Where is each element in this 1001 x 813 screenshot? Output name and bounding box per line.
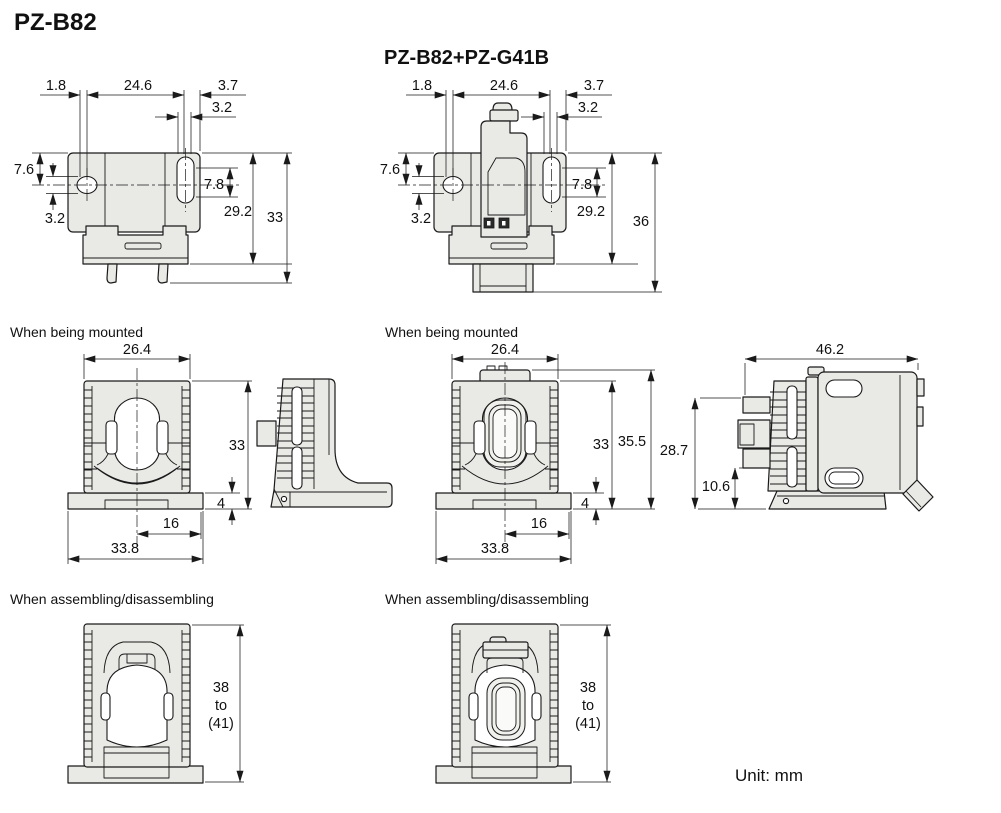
dim-height-min: 38 — [213, 680, 229, 696]
combo-title: PZ-B82+PZ-G41B — [384, 47, 549, 69]
leg-left — [106, 263, 118, 284]
fig-top-view-bracket: 1.8 24.6 3.7 3.2 7.6 3.2 7.8 29.2 33 — [14, 78, 292, 284]
fig-side-mounted — [256, 378, 393, 508]
dim-slot-to-edge: 3.7 — [218, 78, 238, 94]
dim-body-width: 26.4 — [123, 342, 151, 358]
cable-connector — [902, 479, 934, 512]
fig-front-mounted: 26.4 33 4 16 33.8 — [67, 342, 252, 564]
leg-right — [157, 263, 169, 284]
dim-base-width: 33.8 — [111, 541, 139, 557]
dim-top-to-center: 7.6 — [14, 162, 34, 178]
dim-depth: 46.2 — [816, 342, 844, 358]
clamp-tab-upper — [742, 396, 771, 414]
sensor-bottom-block — [472, 263, 534, 293]
dim-flange-height: 4 — [581, 496, 589, 512]
clamp-window — [106, 664, 168, 748]
bracket-flange — [67, 765, 204, 784]
dim-edge-to-hole: 1.8 — [46, 78, 66, 94]
sensor-body — [480, 102, 528, 238]
dim-center-to-edge: 16 — [531, 516, 547, 532]
dim-height-max: (41) — [575, 716, 601, 732]
dim-bracket-height: 29.2 — [577, 204, 605, 220]
dim-slot-width: 3.2 — [578, 100, 598, 116]
fig-front-mounted-combo: 26.4 33 35.5 4 16 33.8 — [435, 342, 655, 564]
dim-slot-length: 7.8 — [572, 177, 592, 193]
dim-bracket-height: 29.2 — [224, 204, 252, 220]
dim-flange-height: 4 — [217, 496, 225, 512]
sensor-top-knob — [482, 636, 529, 673]
page-title: PZ-B82 — [14, 9, 97, 36]
section-label-mounted-1: When being mounted — [10, 324, 143, 340]
dim-height-max: (41) — [208, 716, 234, 732]
dim-slot-to-edge: 3.7 — [584, 78, 604, 94]
bracket-side-profile — [270, 378, 393, 508]
fig-front-assembling-combo: 38 to (41) — [435, 623, 611, 784]
bracket-clamp — [448, 225, 555, 265]
dim-lower-height: 10.6 — [702, 479, 730, 495]
bracket-flange — [67, 492, 204, 510]
sensor-side-body — [817, 371, 918, 494]
dim-height-min: 38 — [580, 680, 596, 696]
section-label-assembling-1: When assembling/disassembling — [10, 591, 214, 607]
unit-label: Unit: mm — [735, 766, 803, 785]
dim-edge-to-hole: 1.8 — [412, 78, 432, 94]
dim-hole-width: 3.2 — [411, 211, 431, 227]
dim-hole-pitch: 24.6 — [490, 78, 518, 94]
dim-body-width: 26.4 — [491, 342, 519, 358]
section-label-mounted-2: When being mounted — [385, 324, 518, 340]
dim-body-height: 33 — [229, 438, 245, 454]
dim-hole-width: 3.2 — [45, 211, 65, 227]
dim-center-to-edge: 16 — [163, 516, 179, 532]
bracket-plate — [67, 152, 201, 233]
dim-slot-width: 3.2 — [212, 100, 232, 116]
section-label-assembling-2: When assembling/disassembling — [385, 591, 589, 607]
dim-total-height: 35.5 — [618, 434, 646, 450]
dim-range-word: to — [582, 698, 594, 714]
fig-side-mounted-combo: 46.2 28.7 10.6 — [660, 342, 934, 512]
dim-top-to-center: 7.6 — [380, 162, 400, 178]
dim-base-width: 33.8 — [481, 541, 509, 557]
sensor-face — [486, 677, 526, 741]
dim-range-word: to — [215, 698, 227, 714]
bracket-clamp — [82, 225, 189, 265]
dim-slot-length: 7.8 — [204, 177, 224, 193]
clamp-tab-lower — [742, 448, 771, 469]
side-tab — [256, 420, 277, 447]
dim-body-height: 33 — [593, 437, 609, 453]
bracket-flange — [435, 492, 572, 510]
dim-hole-pitch: 24.6 — [124, 78, 152, 94]
dim-total-height: 36 — [633, 214, 649, 230]
bracket-front-plate — [805, 376, 819, 492]
fig-top-view-combo: 1.8 24.6 3.7 3.2 7.6 3.2 7.8 29.2 36 — [380, 78, 662, 293]
fig-front-assembling: 38 to (41) — [67, 623, 244, 784]
dim-total-height: 33 — [267, 210, 283, 226]
bracket-flange — [435, 765, 572, 784]
dim-height: 28.7 — [660, 443, 688, 459]
